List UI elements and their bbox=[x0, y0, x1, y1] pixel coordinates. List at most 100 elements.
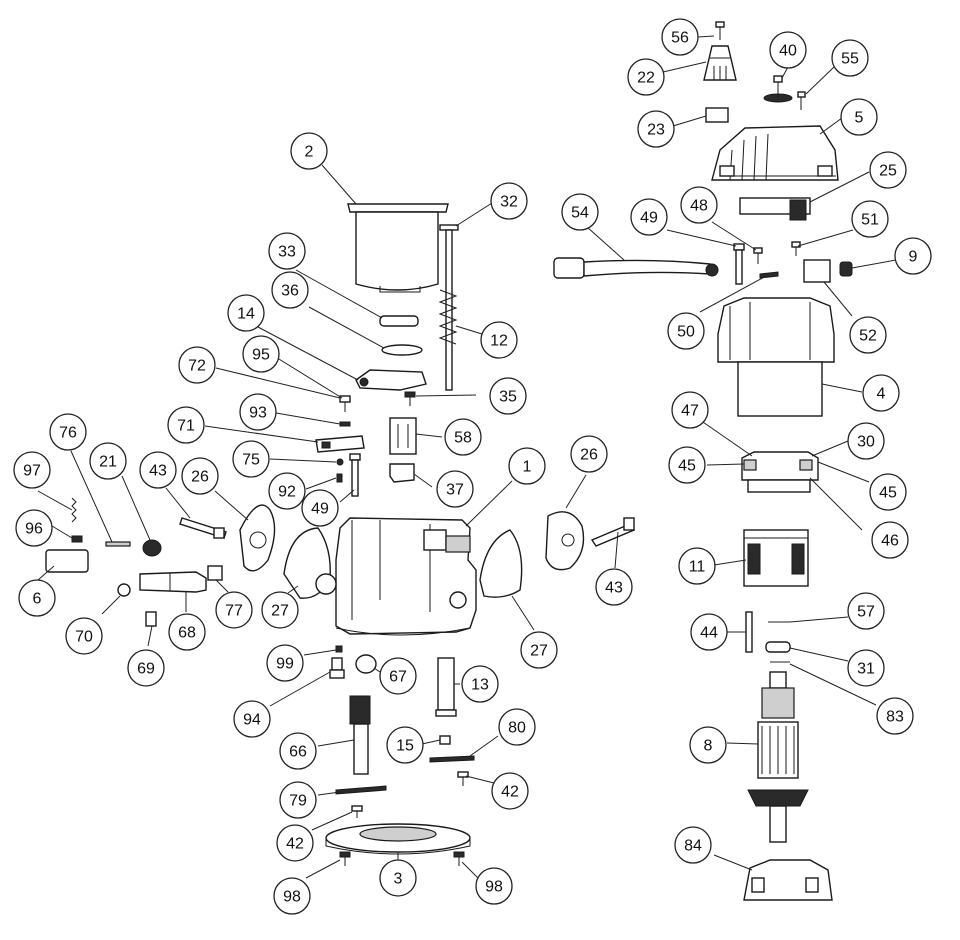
callout-84: 84 bbox=[674, 826, 712, 864]
callout-number: 25 bbox=[879, 163, 897, 180]
callout-number: 55 bbox=[841, 51, 859, 68]
leader-97 bbox=[37, 490, 73, 511]
callout-number: 33 bbox=[278, 244, 296, 261]
part-98-screw-right bbox=[453, 851, 465, 866]
callout-14: 14 bbox=[227, 294, 265, 332]
callout-57: 57 bbox=[847, 592, 885, 630]
callout-number: 43 bbox=[605, 580, 623, 597]
part-23-pad bbox=[705, 107, 729, 123]
part-45-47-46-30-bearing-assembly bbox=[741, 451, 819, 493]
callout-number: 8 bbox=[704, 738, 713, 755]
leader-77 bbox=[215, 579, 229, 593]
callout-circle bbox=[849, 316, 887, 354]
part-36-washer bbox=[381, 344, 423, 356]
leader-57 bbox=[789, 616, 849, 623]
part-43-bolt-right bbox=[590, 517, 636, 547]
leader-35 bbox=[415, 394, 477, 397]
callout-circle bbox=[242, 335, 280, 373]
leader-9 bbox=[851, 259, 897, 269]
callout-circle bbox=[847, 592, 885, 630]
callout-92: 92 bbox=[268, 472, 306, 510]
callout-circle bbox=[233, 700, 271, 738]
part-6-housing bbox=[45, 549, 89, 573]
callout-54: 54 bbox=[561, 193, 599, 231]
callout-number: 21 bbox=[99, 454, 117, 471]
callout-11: 11 bbox=[678, 547, 716, 585]
leader-58 bbox=[415, 433, 443, 438]
leader-1 bbox=[465, 480, 513, 527]
part-40-cap bbox=[763, 75, 793, 103]
leader-45b bbox=[817, 461, 870, 483]
callout-circle bbox=[627, 58, 665, 96]
callout-circle bbox=[266, 644, 304, 682]
callout-number: 67 bbox=[389, 669, 407, 686]
part-69-block bbox=[145, 611, 157, 627]
leader-98b bbox=[461, 861, 479, 879]
callout-circle bbox=[480, 321, 518, 359]
leader-40 bbox=[781, 66, 789, 79]
callout-4: 4 bbox=[862, 374, 900, 412]
callout-21: 21 bbox=[89, 442, 127, 480]
leader-56 bbox=[697, 35, 715, 38]
callout-43: 43 bbox=[595, 568, 633, 606]
callout-circle bbox=[261, 591, 299, 629]
callout-98: 98 bbox=[273, 877, 311, 915]
callout-number: 6 bbox=[33, 591, 42, 608]
callout-71: 71 bbox=[167, 406, 205, 444]
callout-93: 93 bbox=[239, 393, 277, 431]
part-92-pin bbox=[336, 473, 343, 483]
callout-number: 47 bbox=[681, 403, 699, 420]
callout-number: 97 bbox=[23, 463, 41, 480]
callout-number: 92 bbox=[278, 484, 296, 501]
callout-15: 15 bbox=[386, 726, 424, 764]
leader-6 bbox=[37, 565, 55, 581]
callout-72: 72 bbox=[178, 346, 216, 384]
callout-circle bbox=[668, 446, 706, 484]
callout-58: 58 bbox=[444, 418, 482, 456]
callout-number: 13 bbox=[471, 677, 489, 694]
leader-83 bbox=[789, 663, 877, 706]
callout-number: 23 bbox=[647, 122, 665, 139]
callout-26: 26 bbox=[181, 457, 219, 495]
leader-48 bbox=[711, 221, 757, 251]
leader-42b bbox=[311, 811, 353, 831]
part-5-top-cover bbox=[711, 125, 839, 181]
callout-45: 45 bbox=[869, 473, 907, 511]
callout-number: 48 bbox=[690, 198, 708, 215]
part-99-screw bbox=[335, 645, 343, 653]
leader-32 bbox=[455, 202, 493, 227]
callout-circle bbox=[630, 198, 668, 236]
part-35-screw bbox=[404, 391, 416, 406]
callout-circle bbox=[661, 18, 699, 56]
part-25-bracket bbox=[739, 197, 811, 221]
callout-95: 95 bbox=[242, 335, 280, 373]
part-67-plug bbox=[355, 654, 377, 674]
callout-circle bbox=[436, 470, 474, 508]
part-42-screw-left bbox=[351, 805, 363, 818]
leader-76 bbox=[70, 450, 113, 543]
callout-6: 6 bbox=[18, 579, 56, 617]
callout-circle bbox=[290, 132, 328, 170]
part-31-bearing bbox=[765, 641, 791, 653]
leader-25 bbox=[809, 171, 870, 203]
callout-number: 57 bbox=[857, 604, 875, 621]
callout-9: 9 bbox=[894, 237, 932, 275]
callout-circle bbox=[689, 726, 727, 764]
callout-number: 11 bbox=[689, 559, 706, 576]
part-76-strip bbox=[105, 541, 131, 547]
callout-99: 99 bbox=[266, 644, 304, 682]
callout-circle bbox=[139, 451, 177, 489]
callout-30: 30 bbox=[847, 422, 885, 460]
part-75-ball bbox=[336, 458, 344, 466]
callout-75: 75 bbox=[232, 440, 270, 478]
callout-circle bbox=[490, 182, 528, 220]
callout-26: 26 bbox=[570, 435, 608, 473]
callout-circle bbox=[268, 472, 306, 510]
callout-circle bbox=[127, 649, 165, 687]
leader-99 bbox=[303, 649, 337, 656]
callout-number: 9 bbox=[909, 249, 918, 266]
part-12-spring bbox=[438, 289, 458, 345]
part-8-armature bbox=[747, 671, 809, 843]
